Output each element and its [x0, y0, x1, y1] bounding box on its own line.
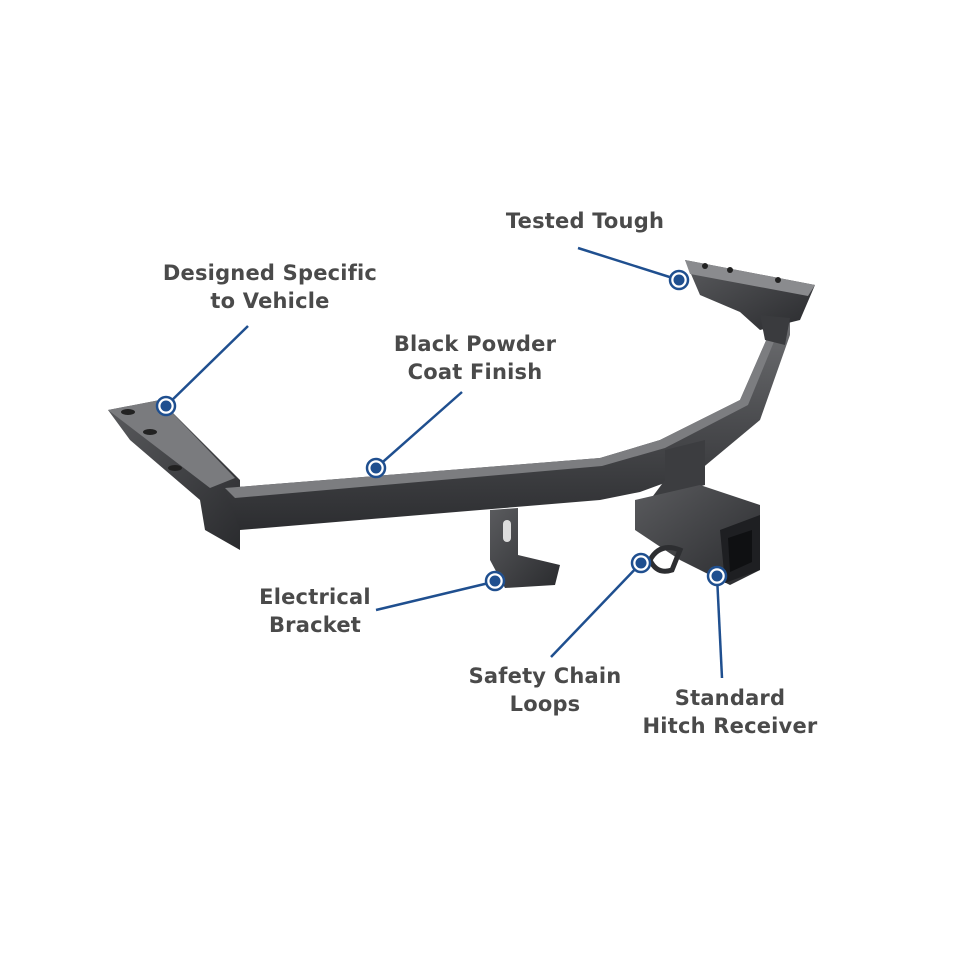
callout-dots	[155, 269, 728, 592]
callout-line: Designed Specific	[162, 261, 378, 285]
left-mount-bracket	[108, 400, 240, 550]
dot-electrical	[484, 570, 506, 592]
callout-tested-tough: Tested Tough	[490, 207, 680, 235]
dot-safety	[630, 552, 652, 574]
callout-line: Black Powder	[393, 332, 557, 356]
callout-line: to Vehicle	[210, 289, 330, 313]
callout-line: Hitch Receiver	[642, 714, 818, 738]
callout-line: Tested Tough	[505, 209, 665, 233]
callout-line: Standard	[674, 686, 786, 710]
callout-line: Coat Finish	[407, 360, 543, 384]
callout-safety-chain-loops: Safety Chain Loops	[460, 662, 630, 718]
callout-designed-specific: Designed Specific to Vehicle	[160, 259, 380, 315]
electrical-bracket-shape	[490, 508, 560, 588]
callout-powder-coat: Black Powder Coat Finish	[380, 330, 570, 386]
dot-powder	[365, 457, 387, 479]
callout-electrical-bracket: Electrical Bracket	[245, 583, 385, 639]
dot-designed	[155, 395, 177, 417]
callout-leaders	[165, 246, 724, 679]
callout-line: Bracket	[268, 613, 362, 637]
cross-tube	[225, 318, 790, 530]
receiver-shape	[635, 440, 760, 585]
dot-receiver	[706, 565, 728, 587]
callout-line: Electrical	[259, 585, 371, 609]
dot-tested	[668, 269, 690, 291]
callout-line: Loops	[509, 692, 581, 716]
callout-line: Safety Chain	[468, 664, 622, 688]
callout-standard-hitch-receiver: Standard Hitch Receiver	[640, 684, 820, 740]
right-mount-bracket	[685, 260, 815, 345]
